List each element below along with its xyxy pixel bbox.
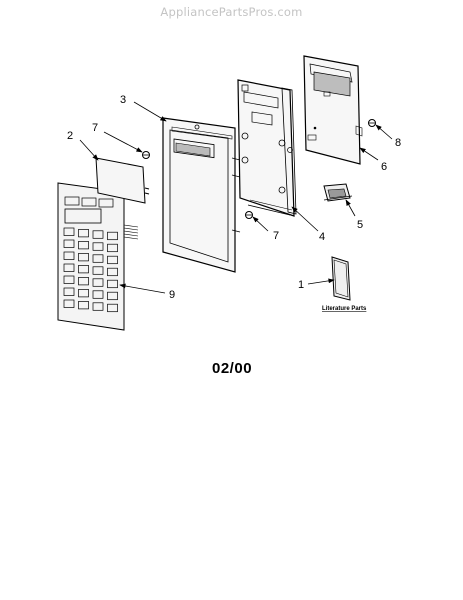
keypad-key	[63, 239, 75, 248]
callout-6: 6	[381, 161, 387, 173]
part-4-mounting-bracket[interactable]	[237, 79, 297, 217]
callout-4: 4	[319, 231, 325, 243]
keypad-key	[92, 242, 104, 251]
keypad-key	[78, 229, 89, 238]
part-1-literature[interactable]	[331, 256, 351, 301]
keypad-key	[107, 243, 118, 253]
keypad-key	[78, 301, 89, 310]
part-9-keypad[interactable]	[57, 182, 139, 331]
part-6-circuit-board[interactable]	[303, 55, 363, 165]
part-8-screw[interactable]	[368, 119, 376, 127]
callout-8: 8	[395, 137, 401, 149]
callout-7-upper: 7	[92, 122, 98, 134]
callout-2: 2	[67, 130, 73, 142]
keypad-key	[63, 275, 75, 284]
keypad-key	[107, 291, 118, 301]
keypad-key	[92, 290, 104, 299]
callout-7-lower: 7	[273, 230, 279, 242]
part-7-screw-upper[interactable]	[142, 151, 150, 159]
keypad-key	[107, 231, 118, 241]
callout-1: 1	[298, 279, 304, 291]
literature-parts-label: Literature Parts	[322, 306, 367, 312]
keypad-key	[107, 303, 118, 313]
keypad-key	[107, 267, 118, 277]
keypad-key	[92, 302, 104, 311]
keypad-key	[78, 241, 89, 250]
keypad-key	[78, 277, 89, 286]
callout-3: 3	[120, 94, 126, 106]
keypad-key	[92, 278, 104, 287]
part-7-screw-lower[interactable]	[245, 211, 253, 219]
keypad-key	[92, 266, 104, 275]
keypad-key	[63, 299, 75, 308]
keypad-key	[63, 251, 75, 260]
revision-date: 02/00	[212, 360, 253, 377]
keypad-key	[63, 287, 75, 296]
keypad-key	[78, 253, 89, 262]
keypad-key	[107, 255, 118, 265]
keypad-key	[107, 279, 118, 289]
leader-lines	[79, 101, 393, 294]
keypad-key	[63, 227, 75, 236]
keypad-key-grid	[63, 227, 118, 313]
keypad-key	[92, 230, 104, 239]
part-2-display-window[interactable]	[95, 157, 150, 204]
keypad-key	[63, 263, 75, 272]
part-5-latch-clip[interactable]	[323, 183, 353, 202]
watermark-text: AppliancePartsPros.com	[160, 5, 303, 19]
keypad-key	[78, 265, 89, 274]
keypad-key	[92, 254, 104, 263]
callout-9: 9	[169, 289, 175, 301]
part-3-control-panel-frame[interactable]	[162, 117, 241, 273]
callout-5: 5	[357, 219, 363, 231]
keypad-key	[78, 289, 89, 298]
